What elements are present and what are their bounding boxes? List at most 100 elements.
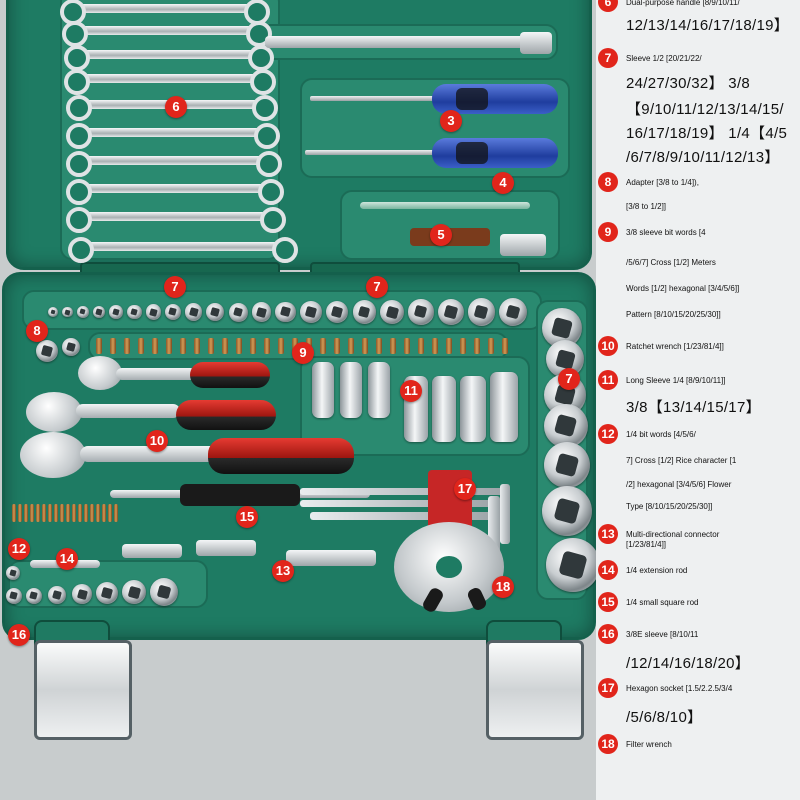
screwdriver-bit (460, 338, 466, 354)
screwdriver-bit (250, 338, 256, 354)
combination-wrench (66, 123, 280, 149)
screwdriver-bit (348, 338, 354, 354)
small-socket (48, 586, 66, 604)
socket (380, 299, 405, 325)
legend-text: /5/6/7] Cross [1/2] Meters (626, 258, 716, 267)
legend-text: Hexagon socket [1.5/2.2.5/3/4 (626, 684, 733, 693)
long-socket (432, 376, 456, 442)
screwdriver-bit (54, 504, 58, 522)
case-latch[interactable] (486, 640, 584, 740)
adapter-socket (500, 234, 546, 256)
filter-wrench (394, 522, 504, 612)
socket (127, 304, 142, 320)
photo-marker-12: 12 (8, 538, 30, 560)
combination-wrench (60, 0, 270, 25)
case-latch[interactable] (34, 640, 132, 740)
socket (325, 300, 349, 324)
socket (164, 303, 182, 321)
screwdriver-handle (432, 84, 558, 114)
legend-text: Words [1/2] hexagonal [3/4/5/6]] (626, 284, 740, 293)
legend-text: Dual-purpose handle [8/9/10/11/ (626, 0, 740, 7)
screwdriver-bit (488, 338, 494, 354)
legend-number-badge: 13 (598, 524, 618, 544)
combination-wrench (68, 237, 298, 263)
screwdriver-bit (180, 338, 186, 354)
bit-socket (340, 362, 362, 418)
photo-marker-5: 5 (430, 224, 452, 246)
screwdriver-bit (84, 504, 88, 522)
legend-text: 1/4 extension rod (626, 566, 688, 575)
hex-key (310, 512, 500, 520)
screwdriver-bit (66, 504, 70, 522)
photo-marker-7: 7 (366, 276, 388, 298)
legend-text: Type [8/10/15/20/25/30]] (626, 502, 713, 511)
legend-text: Sleeve 1/2 [20/21/22/ (626, 54, 702, 63)
photo-marker-9: 9 (292, 342, 314, 364)
small-socket (72, 584, 92, 604)
socket (228, 302, 248, 322)
legend-number-badge: 11 (598, 370, 618, 390)
small-socket (122, 580, 146, 604)
screwdriver-bit (110, 338, 116, 354)
legend-text: 3/8【13/14/15/17】 (626, 399, 761, 416)
photo-marker-15: 15 (236, 506, 258, 528)
screwdriver-bit (376, 338, 382, 354)
legend-text: 3/8 sleeve bit words [4 (626, 228, 706, 237)
socket (206, 302, 225, 322)
legend-text: 【9/10/11/12/13/14/15/ (626, 101, 784, 118)
screwdriver-bit (96, 504, 100, 522)
socket (251, 302, 272, 322)
screwdriver-bit (446, 338, 452, 354)
legend-number-badge: 7 (598, 48, 618, 68)
screwdriver-bit (236, 338, 242, 354)
photo-marker-11: 11 (400, 380, 422, 402)
socket (48, 307, 58, 317)
combination-wrench (64, 69, 276, 95)
screwdriver-bit (108, 504, 112, 522)
photo-marker-7: 7 (164, 276, 186, 298)
socket (275, 301, 297, 323)
combination-wrench (66, 151, 282, 177)
dual-purpose-handle (265, 36, 530, 48)
screwdriver-bit (102, 504, 106, 522)
photo-marker-18: 18 (492, 576, 514, 598)
photo-marker-4: 4 (492, 172, 514, 194)
small-socket (26, 588, 42, 604)
socket (92, 305, 106, 319)
legend-text: Ratchet wrench [1/23/81/4]] (626, 342, 724, 351)
photo-marker-3: 3 (440, 110, 462, 132)
legend-text: Multi-directional connector (626, 530, 720, 539)
socket (408, 299, 434, 325)
adapter (62, 338, 80, 356)
legend-text: [3/8 to 1/2]] (626, 202, 667, 211)
socket (62, 306, 73, 318)
large-socket (544, 442, 590, 488)
connector (286, 550, 376, 566)
photo-marker-16: 16 (8, 624, 30, 646)
legend-text: /2] hexagonal [3/4/5/6] Flower (626, 480, 732, 489)
combination-wrench (66, 207, 286, 233)
screwdriver-bit (42, 504, 46, 522)
photo-marker-14: 14 (56, 548, 78, 570)
legend-text: 12/13/14/16/17/18/19】 (626, 17, 790, 34)
legend-number-badge: 8 (598, 172, 618, 192)
legend-number-badge: 15 (598, 592, 618, 612)
photo-marker-10: 10 (146, 430, 168, 452)
socket (467, 298, 495, 326)
screwdriver-shaft (310, 96, 440, 101)
screwdriver-bit (362, 338, 368, 354)
screwdriver-bit (208, 338, 214, 354)
large-socket (542, 486, 592, 536)
legend-text: /12/14/16/18/20】 (626, 655, 751, 672)
screwdriver-bit (114, 504, 118, 522)
legend-number-badge: 17 (598, 678, 618, 698)
screwdriver-bit (502, 338, 508, 354)
legend-text: 24/27/30/32】 3/8 (626, 75, 751, 92)
screwdriver-bit (152, 338, 158, 354)
screwdriver-bit (72, 504, 76, 522)
screwdriver-bit (18, 504, 22, 522)
screwdriver-bit (278, 338, 284, 354)
small-socket (6, 566, 20, 580)
legend-text: [1/23/81/4]] (626, 540, 667, 549)
